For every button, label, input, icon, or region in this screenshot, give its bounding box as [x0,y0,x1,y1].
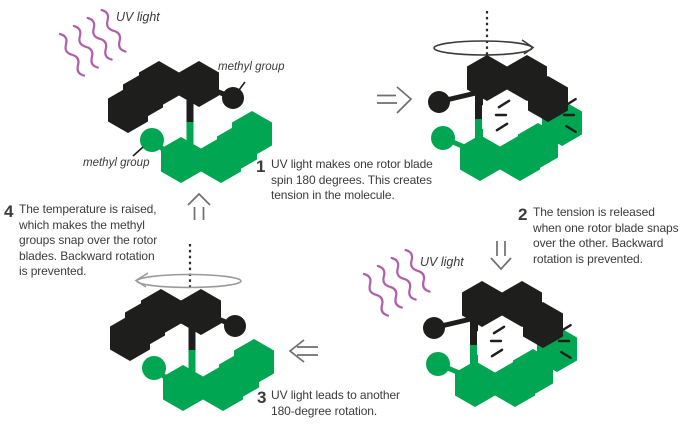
step-3-number: 3 [257,388,267,407]
step-2-text: The tension is released when one rotor b… [533,205,679,266]
molecule-top-left [95,47,285,202]
step-1-number: 1 [256,157,266,176]
methyl-leader-top [238,81,246,91]
step-4-text: The temperature is raised, which makes t… [19,202,158,279]
methyl-group-label-bottom: methyl group [83,157,150,169]
methyl-group-label-top: methyl group [218,61,285,73]
step-flow-down-arrow-icon [490,241,512,271]
uv-light-label-bottom: UV light [420,255,464,269]
step-flow-right-arrow-icon [377,86,413,114]
step-2-number: 2 [518,205,528,224]
step-flow-up-arrow-icon [187,192,211,220]
step-1-text: UV light makes one rotor blade spin 180 … [271,157,433,203]
rotation-arrowhead-icon [134,272,149,288]
step-3-text: UV light leads to another 180-degree rot… [271,388,400,418]
molecule-bottom-left [97,244,287,430]
methyl-leader-bottom [132,146,144,157]
step-flow-left-arrow-icon [288,339,318,363]
molecule-top-right [407,11,597,197]
step-4-number: 4 [4,202,14,221]
rotation-arrowhead-icon [521,39,535,55]
uv-light-label-top: UV light [116,10,160,24]
